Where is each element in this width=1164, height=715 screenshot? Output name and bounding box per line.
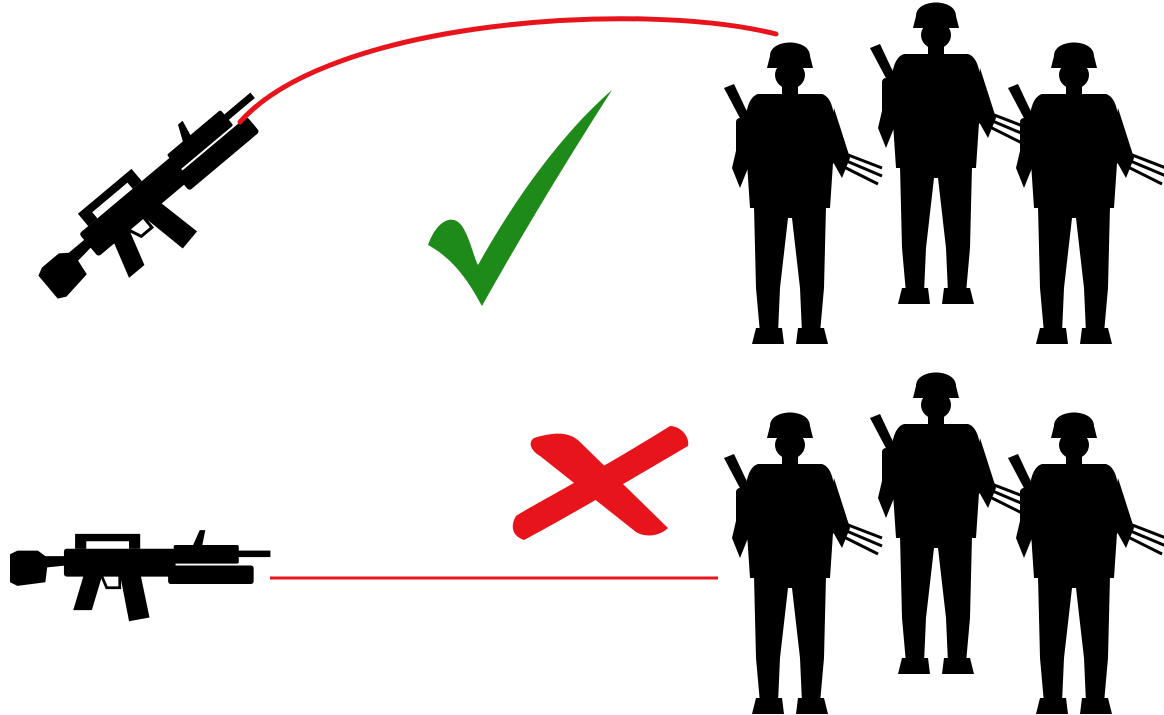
rifle-angled-up-icon bbox=[22, 76, 299, 331]
top-row bbox=[22, 3, 1164, 345]
soldier-icon bbox=[1008, 43, 1164, 345]
arc-trajectory-line bbox=[240, 19, 776, 122]
rifle-level-icon bbox=[10, 530, 270, 621]
soldier-icon bbox=[724, 43, 882, 345]
bottom-row bbox=[10, 373, 1164, 715]
soldier-icon bbox=[1008, 413, 1164, 715]
check-mark-icon bbox=[428, 90, 612, 306]
soldier-icon bbox=[724, 413, 882, 715]
soldier-group-top bbox=[724, 3, 1164, 345]
cross-mark-icon bbox=[513, 426, 689, 540]
soldier-group-bottom bbox=[724, 373, 1164, 715]
soldier-icon bbox=[870, 3, 1028, 305]
soldier-icon bbox=[870, 373, 1028, 675]
